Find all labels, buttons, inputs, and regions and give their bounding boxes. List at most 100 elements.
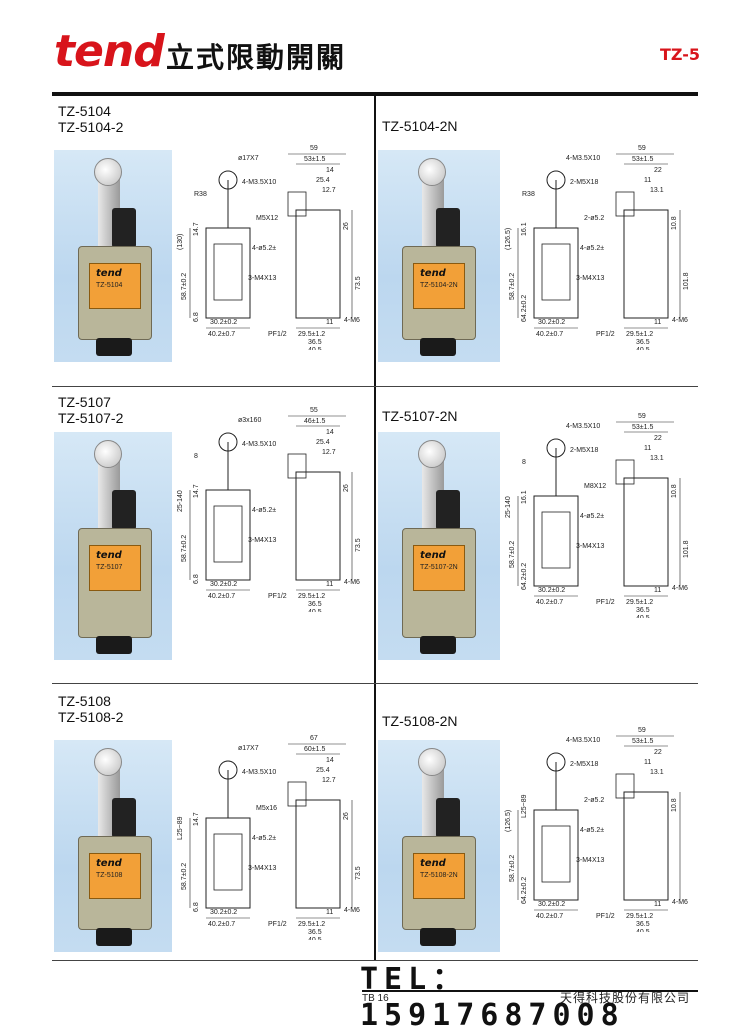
dim-label: 11	[654, 319, 661, 326]
note-label: PF1/2	[268, 921, 287, 928]
dim-label: 40.5	[636, 929, 650, 932]
front-view-window	[213, 243, 243, 301]
dim-label: 12.7	[322, 187, 336, 194]
dim-label: 8	[194, 453, 198, 460]
dim-label: 53±1.5	[632, 738, 653, 745]
dim-label: 6.8	[193, 312, 200, 322]
model-label: TZ-5107-2	[58, 410, 124, 426]
dim-label: 22	[654, 749, 662, 756]
dim-label: 36.5	[308, 339, 322, 346]
conduit-cap	[96, 338, 132, 356]
dim-label: L25~89	[177, 816, 184, 840]
note-label: 3-M4X13	[248, 865, 277, 872]
side-view-head	[615, 191, 635, 217]
roller-icon	[418, 748, 446, 776]
note-label: 3-M4X13	[248, 275, 277, 282]
nameplate-model: TZ-5108	[96, 872, 123, 879]
nameplate-brand: tend	[96, 268, 122, 279]
dim-label: 14	[326, 757, 334, 764]
dim-label: 40.2±0.7	[536, 331, 563, 338]
side-view-head	[287, 453, 307, 479]
note-label: 4-M6	[344, 317, 360, 324]
dim-label: 6.8	[193, 902, 200, 912]
actuator-head	[436, 490, 460, 530]
side-view-head	[615, 459, 635, 485]
dimension-drawing: 6760±1.51425.412.72673.51129.5±1.236.540…	[177, 735, 362, 940]
dim-label: 58.7±0.2	[181, 863, 188, 890]
dim-label: 36.5	[636, 607, 650, 614]
dim-label: L25~89	[521, 794, 528, 818]
dim-label: 36.5	[308, 601, 322, 608]
dim-label: 58.7±0.2	[181, 273, 188, 300]
dim-label: 26	[343, 484, 350, 492]
dim-label: 12.7	[322, 777, 336, 784]
conduit-cap	[420, 928, 456, 946]
note-label: PF1/2	[596, 913, 615, 920]
dim-label: 58.7±0.2	[509, 541, 516, 568]
nameplate-model: TZ-5104	[96, 282, 123, 289]
nameplate-model: TZ-5107	[96, 564, 123, 571]
front-view-body	[533, 809, 579, 901]
dim-label: 64.2±0.2	[521, 877, 528, 904]
dim-label: 11	[326, 909, 333, 916]
actuator-head	[112, 208, 136, 248]
front-view-window	[541, 243, 571, 301]
dim-label: 11	[644, 445, 651, 452]
footer-telephone: TEL： 15917687008	[360, 962, 625, 1033]
dim-label: 11	[644, 759, 651, 766]
dim-label: 11	[326, 581, 333, 588]
dim-label: 40.2±0.7	[536, 913, 563, 920]
dim-label: R38	[194, 191, 207, 198]
note-label: 4-ø5.2±	[252, 507, 276, 514]
dim-label: 30.2±0.2	[210, 581, 237, 588]
dim-label: (126.5)	[505, 810, 512, 832]
dim-label: 40.5	[308, 937, 322, 940]
dim-label: 25.4	[316, 439, 330, 446]
dim-label: 29.5±1.2	[626, 599, 653, 606]
side-view-body	[623, 209, 669, 319]
note-label: 4-M3.5X10	[242, 441, 276, 448]
dimension-drawing: 5546±1.51425.412.72673.51129.5±1.236.540…	[177, 407, 362, 612]
dim-label: 14.7	[193, 484, 200, 498]
conduit-cap	[96, 636, 132, 654]
side-view-body	[295, 209, 341, 319]
dim-label: 10.8	[671, 798, 678, 812]
row-divider-1	[52, 386, 698, 387]
dim-label: 53±1.5	[304, 156, 325, 163]
dim-label: 40.2±0.7	[536, 599, 563, 606]
side-view-head	[615, 773, 635, 799]
dim-label: 14	[326, 429, 334, 436]
dim-label: 14.7	[193, 222, 200, 236]
dim-label: 64.2±0.2	[521, 563, 528, 590]
side-view-head	[287, 191, 307, 217]
dim-label: 46±1.5	[304, 418, 325, 425]
dim-label: 29.5±1.2	[626, 913, 653, 920]
model-label: TZ-5104-2	[58, 119, 124, 135]
dim-label: 11	[326, 319, 333, 326]
note-label: 4-ø5.2±	[252, 835, 276, 842]
dim-label: 40.2±0.7	[208, 593, 235, 600]
note-label: 2-ø5.2	[584, 797, 604, 804]
model-label: TZ-5104	[58, 103, 111, 119]
dim-label: 58.7±0.2	[509, 855, 516, 882]
note-label: M8X12	[584, 483, 606, 490]
dim-label: 36.5	[636, 339, 650, 346]
dim-label: R38	[522, 191, 535, 198]
side-view-body	[295, 471, 341, 581]
note-label: 2-ø5.2	[584, 215, 604, 222]
dim-label: 22	[654, 435, 662, 442]
dim-label: 25-140	[177, 490, 184, 512]
note-label: 2-M5X18	[570, 179, 599, 186]
dim-label: 59	[638, 145, 646, 152]
model-label: TZ-5107-2N	[382, 408, 458, 424]
dim-label: 53±1.5	[632, 424, 653, 431]
note-label: 4-M3.5X10	[242, 769, 276, 776]
footer-rule	[362, 990, 698, 992]
dim-label: 101.8	[683, 272, 690, 290]
company-name: 天得科技股份有限公司	[560, 991, 691, 1005]
